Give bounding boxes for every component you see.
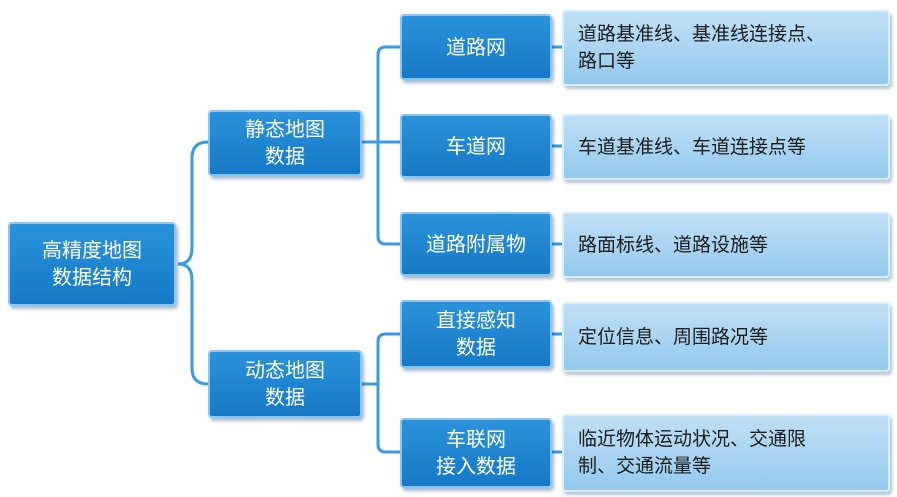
direct-perception-data-node: 直接感知 数据 [400,300,552,368]
static-branch-bracket [376,45,400,246]
static-map-data-label: 静态地图 数据 [245,117,325,168]
direct-perception-desc: 定位信息、周围路况等 [562,302,890,372]
lane-network-desc: 车道基准线、车道连接点等 [562,114,890,180]
road-network-label: 道路网 [446,34,506,59]
root-node-label: 高精度地图 数据结构 [42,238,142,289]
road-attachments-node: 道路附属物 [400,212,552,276]
dynamic-branch-bracket [376,332,400,454]
direct-perception-desc-text: 定位信息、周围路况等 [578,325,769,348]
v2x-access-data-label: 车联网 接入数据 [436,427,516,478]
dynamic-map-data-node: 动态地图 数据 [208,350,362,418]
root-brace [177,140,209,386]
root-node: 高精度地图 数据结构 [8,222,176,306]
dynamic-map-data-label: 动态地图 数据 [245,358,325,409]
lane-network-label: 车道网 [446,133,506,158]
road-network-node: 道路网 [400,14,552,80]
static-map-data-node: 静态地图 数据 [208,110,362,176]
lane-network-node: 车道网 [400,114,552,178]
road-attachments-desc-text: 路面标线、道路设施等 [578,233,769,256]
v2x-access-desc: 临近物体运动状况、交通限 制、交通流量等 [562,414,890,492]
v2x-access-data-node: 车联网 接入数据 [400,418,552,488]
road-attachments-label: 道路附属物 [426,231,526,256]
road-network-desc-text: 道路基准线、基准线连接点、 路口等 [578,23,826,72]
direct-perception-data-label: 直接感知 数据 [436,308,516,359]
road-attachments-desc: 路面标线、道路设施等 [562,212,890,278]
v2x-access-desc-text: 临近物体运动状况、交通限 制、交通流量等 [578,428,807,477]
lane-network-desc-text: 车道基准线、车道连接点等 [578,135,807,158]
road-network-desc: 道路基准线、基准线连接点、 路口等 [562,10,890,86]
